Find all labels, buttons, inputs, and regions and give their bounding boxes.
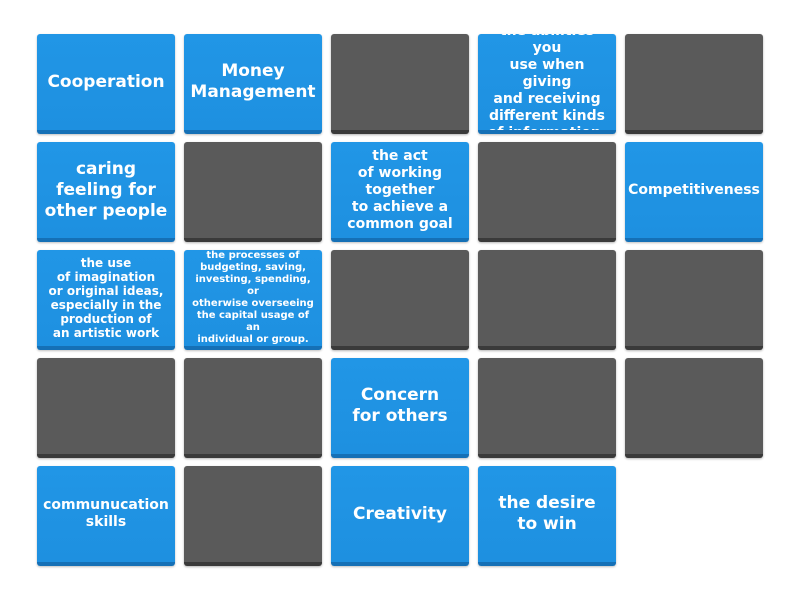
tile-11[interactable]: the use of imagination or original ideas… [37, 250, 175, 350]
tile-12[interactable]: the processes of budgeting, saving, inve… [184, 250, 322, 350]
tile-label: the processes of budgeting, saving, inve… [192, 250, 314, 345]
tile-1[interactable]: Cooperation [37, 34, 175, 134]
tile-label: the abilities you use when giving and re… [487, 34, 607, 134]
tile-15[interactable] [625, 250, 763, 350]
tile-label: Competitiveness [628, 181, 760, 198]
tile-label: Cooperation [47, 71, 165, 92]
tile-5[interactable] [625, 34, 763, 134]
tile-label: Money Management [190, 61, 316, 102]
empty-slot [625, 466, 763, 566]
tile-label: Creativity [353, 503, 447, 524]
tile-4[interactable]: the abilities you use when giving and re… [478, 34, 616, 134]
tile-16[interactable] [37, 358, 175, 458]
tile-20[interactable] [625, 358, 763, 458]
tile-3[interactable] [331, 34, 469, 134]
tile-23[interactable]: Creativity [331, 466, 469, 566]
tile-22[interactable] [184, 466, 322, 566]
tile-21[interactable]: communucation skills [37, 466, 175, 566]
tile-2[interactable]: Money Management [184, 34, 322, 134]
tile-10[interactable]: Competitiveness [625, 142, 763, 242]
tile-label: the desire to win [498, 493, 596, 534]
tile-8[interactable]: the act of working together to achieve a… [331, 142, 469, 242]
tile-label: caring feeling for other people [44, 158, 168, 221]
tile-19[interactable] [478, 358, 616, 458]
tile-17[interactable] [184, 358, 322, 458]
tile-label: Concern for others [352, 385, 448, 426]
tile-18[interactable]: Concern for others [331, 358, 469, 458]
match-board: Cooperation Money Management the abiliti… [37, 34, 763, 566]
tile-6[interactable]: caring feeling for other people [37, 142, 175, 242]
tile-7[interactable] [184, 142, 322, 242]
tile-label: the use of imagination or original ideas… [48, 256, 164, 340]
tile-9[interactable] [478, 142, 616, 242]
tile-label: communucation skills [43, 497, 169, 530]
tile-14[interactable] [478, 250, 616, 350]
tile-label: the act of working together to achieve a… [347, 147, 453, 232]
tile-24[interactable]: the desire to win [478, 466, 616, 566]
tile-13[interactable] [331, 250, 469, 350]
